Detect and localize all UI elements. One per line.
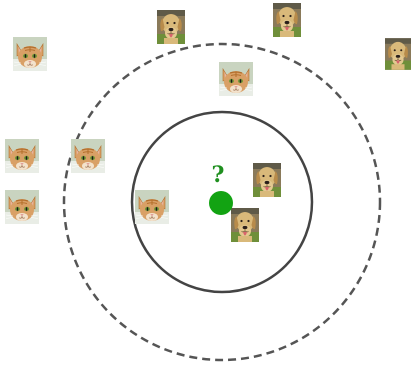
cat-sample [71,139,105,173]
dog-sample [231,208,259,242]
dog-sample [253,163,281,197]
cat-sample [135,190,169,224]
cat-sample [5,139,39,173]
query-point [209,191,233,215]
dog-sample [273,3,301,37]
dog-sample [385,37,411,71]
inner-boundary-circle [130,110,314,294]
dog-sample [157,10,185,44]
cat-sample [13,37,47,71]
outer-boundary-circle [62,42,382,362]
cat-sample [219,62,253,96]
query-question-mark: ? [212,162,225,188]
cat-sample [5,190,39,224]
